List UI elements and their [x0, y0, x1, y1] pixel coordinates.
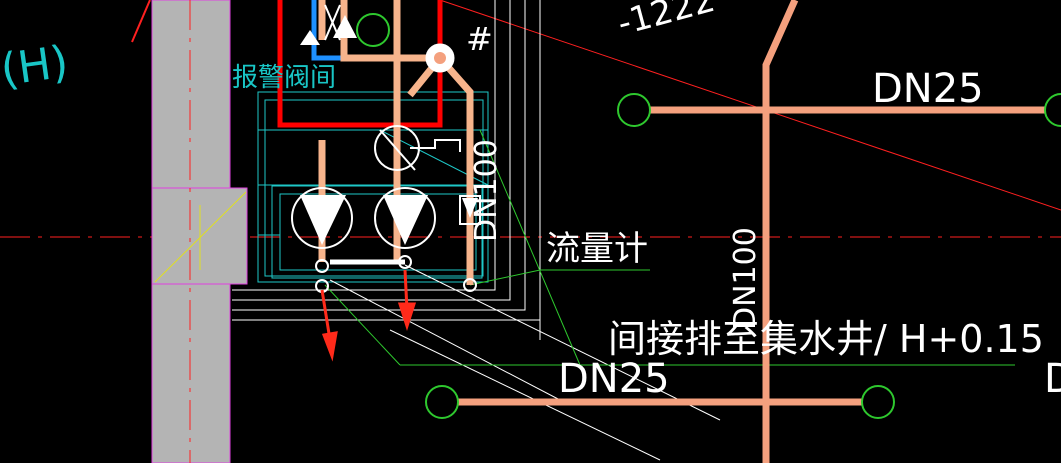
pipe-node-center — [434, 52, 446, 64]
gauge-needle — [379, 129, 416, 171]
diagonal-red-line — [439, 0, 1061, 211]
flowmeter-label: 流量计 — [546, 229, 648, 269]
edge-letter-label: D — [1044, 356, 1061, 402]
axis-h-label: (H) — [0, 36, 71, 96]
drain-note-label: 间接排至集水井/ H+0.15 — [608, 317, 1044, 361]
dn100-vertical-left-label: DN100 — [469, 139, 504, 242]
pipe-end-circles — [425, 93, 1061, 419]
leader-lines — [324, 129, 1015, 366]
hash-mark: # — [466, 20, 493, 58]
valve-triangles — [300, 15, 478, 245]
axis-bubble-arc — [131, 0, 151, 43]
dn100-vertical-right-label: DN100 — [728, 227, 763, 330]
top-pipe-circle — [356, 13, 390, 47]
dn25-bottom-label: DN25 — [558, 356, 670, 402]
main-pipes — [455, 0, 1061, 463]
blue-pipe — [311, 0, 344, 61]
dn25-top-label: DN25 — [872, 66, 984, 112]
room-walls — [232, 0, 721, 461]
drain-arrows — [320, 269, 417, 362]
alarm-valve-symbols — [291, 4, 481, 293]
alarm-valve-label: 报警阀间 — [232, 63, 336, 93]
